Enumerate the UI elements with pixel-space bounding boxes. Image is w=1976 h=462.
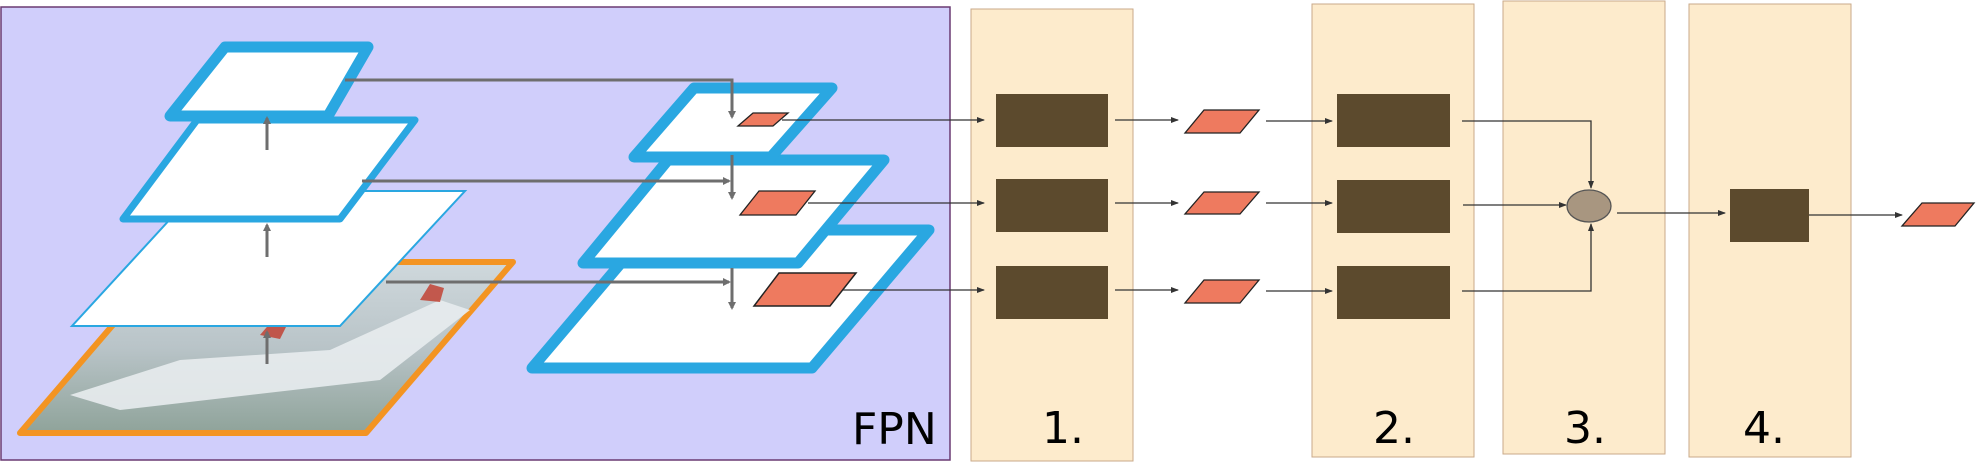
roi-to-stage1-arrows bbox=[782, 117, 985, 293]
stage-panel-3 bbox=[1502, 0, 1666, 455]
roi-region-small bbox=[736, 112, 790, 127]
pyramid-layer-3 bbox=[164, 41, 374, 122]
pyramid-layer-1 bbox=[69, 190, 468, 327]
stage-label-2: 2. bbox=[1373, 403, 1415, 454]
stage1-feature-block bbox=[996, 179, 1108, 232]
top-down-layer-3 bbox=[628, 82, 838, 163]
fpn-region bbox=[0, 6, 951, 461]
stage2-input-arrows bbox=[1266, 118, 1333, 294]
stage1-feature-block bbox=[996, 266, 1108, 319]
top-down-layer-2 bbox=[577, 154, 890, 269]
pyramid-layer-2 bbox=[119, 116, 419, 223]
stage-label-4: 4. bbox=[1743, 403, 1785, 454]
fusion-node-icon bbox=[1566, 189, 1612, 223]
fusion-input-arrows bbox=[1462, 120, 1594, 292]
intermediate-region bbox=[1183, 191, 1261, 215]
fpn-label: FPN bbox=[852, 404, 937, 455]
stage-label-3: 3. bbox=[1564, 403, 1606, 454]
lateral-connections bbox=[345, 78, 736, 310]
stage4-feature-block bbox=[1730, 189, 1809, 242]
roi-region-medium bbox=[738, 190, 817, 216]
stage2-feature-block bbox=[1337, 266, 1450, 319]
intermediate-region bbox=[1183, 109, 1261, 134]
output-region-icon bbox=[1900, 202, 1976, 227]
roi-region-large bbox=[752, 272, 858, 307]
stage-label-1: 1. bbox=[1042, 403, 1084, 454]
stage2-feature-block bbox=[1337, 94, 1450, 147]
intermediate-region bbox=[1183, 279, 1261, 304]
stage1-feature-block bbox=[996, 94, 1108, 147]
stage2-feature-block bbox=[1337, 180, 1450, 233]
stage-panel-1 bbox=[970, 8, 1134, 462]
stage1-output-arrows bbox=[1115, 117, 1179, 293]
lateral-arrow bbox=[345, 78, 736, 119]
